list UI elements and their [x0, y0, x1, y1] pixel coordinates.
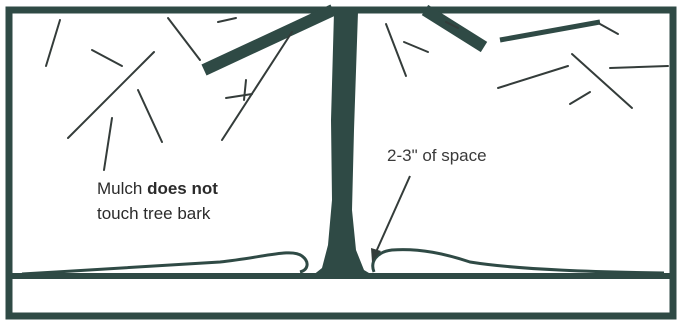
- mulch-note-prefix: Mulch: [97, 179, 147, 198]
- left-branch: [204, 10, 333, 70]
- right-mulch-mound: [373, 250, 664, 273]
- right-branch: [425, 10, 484, 47]
- mulch-note: Mulch does not touch tree bark: [97, 176, 218, 226]
- twig: [386, 24, 406, 76]
- right-branch-top: [500, 22, 600, 40]
- mulch-note-line2: touch tree bark: [97, 201, 218, 226]
- twig: [610, 66, 668, 68]
- twig: [498, 66, 568, 88]
- twig: [404, 42, 428, 52]
- twig: [92, 50, 122, 66]
- twig: [104, 118, 112, 170]
- left-mulch-mound: [22, 253, 307, 274]
- twig: [138, 90, 162, 142]
- tree-trunk: [312, 12, 374, 276]
- twig: [572, 54, 632, 108]
- twig: [600, 24, 618, 34]
- mulch-note-line1: Mulch does not: [97, 176, 218, 201]
- twig: [226, 94, 252, 98]
- twig: [570, 92, 590, 104]
- twig: [218, 18, 236, 22]
- space-note: 2-3" of space: [387, 145, 487, 167]
- space-arrow-line: [376, 176, 410, 252]
- mulch-note-emphasis: does not: [147, 179, 218, 198]
- twig: [244, 80, 246, 100]
- twig: [168, 18, 200, 60]
- twig: [46, 20, 60, 66]
